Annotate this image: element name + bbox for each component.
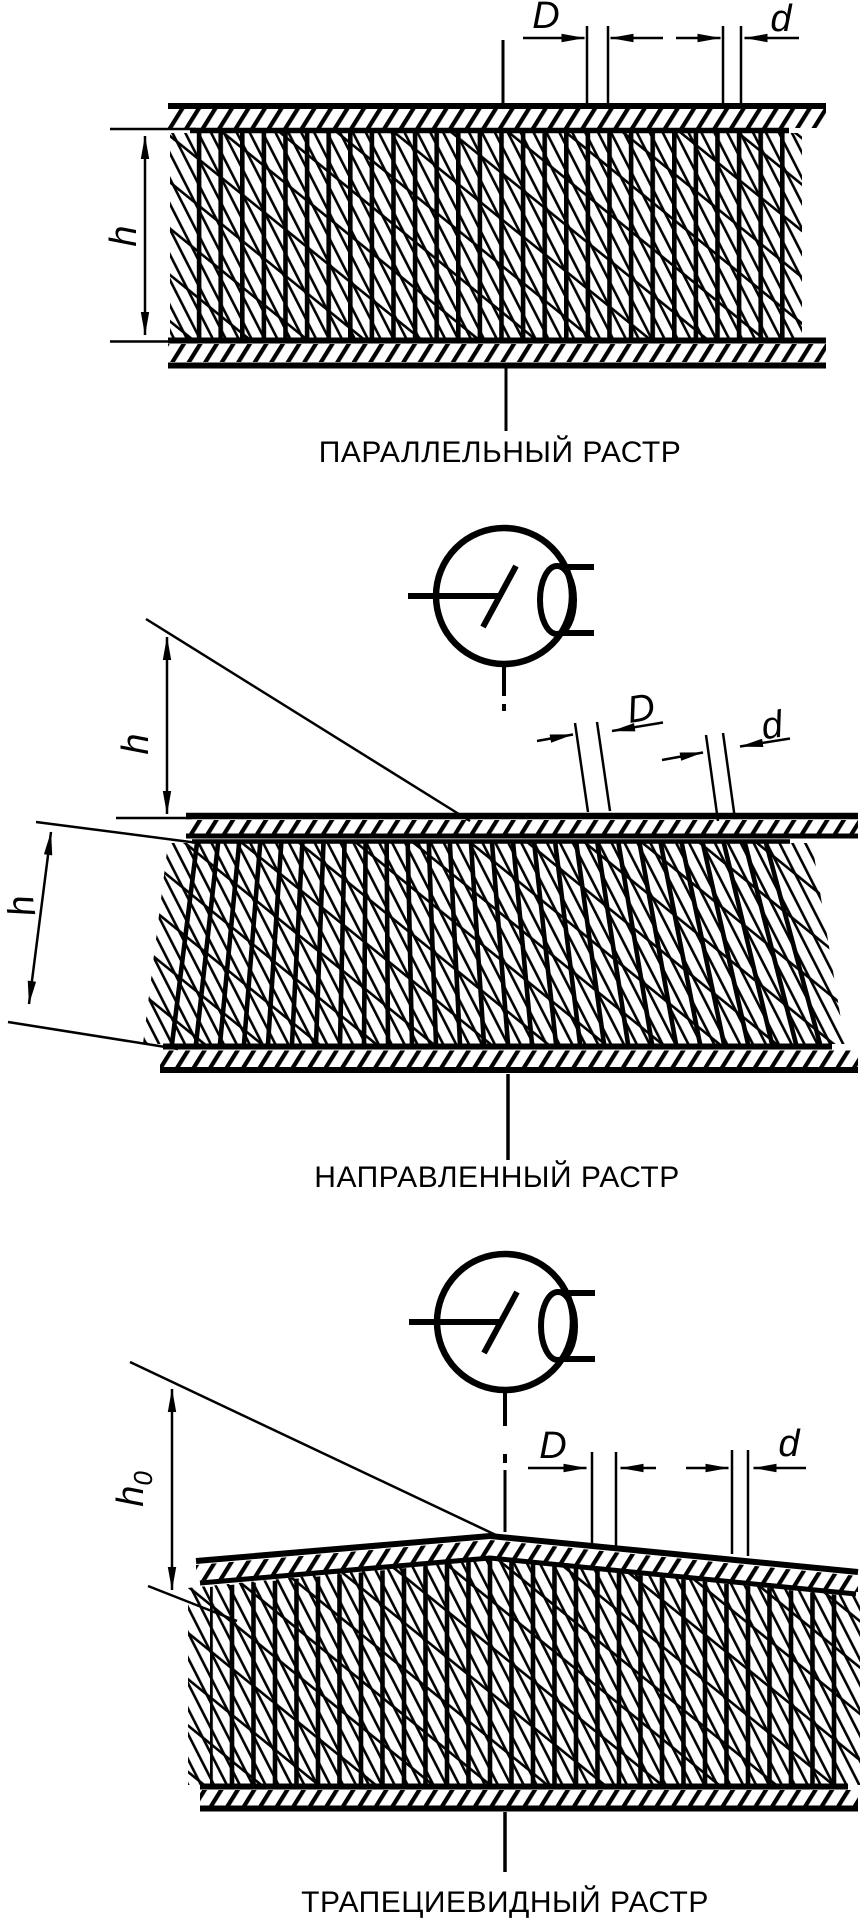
dim-label-d-parallel: d [770, 0, 792, 40]
plate-hatch [200, 1790, 858, 1806]
xray-tube-icon [409, 1250, 595, 1394]
dimension-line [536, 733, 574, 743]
dimension-line [739, 737, 791, 748]
extension-line [704, 734, 720, 822]
plate-hatch [168, 344, 826, 362]
parallel-raster-figure [110, 26, 826, 431]
raster-channels [195, 133, 786, 339]
xray-tube-icon [408, 524, 594, 668]
caption-parallel: ПАРАЛЛЕЛЬНЫЙ РАСТР [318, 436, 682, 469]
dim-label-d-trapezoid: d [778, 1423, 800, 1465]
directed-raster-figure [7, 524, 858, 1160]
ray-line [129, 1360, 499, 1538]
dimension-line [661, 751, 704, 762]
dim-label-h0-trapezoid: h0 [110, 1471, 158, 1507]
dim-label-D-directed: D [624, 686, 658, 732]
trapezoid-raster-figure [129, 1250, 860, 1872]
dim-label-D-trapezoid: D [539, 1425, 567, 1467]
ray-line [145, 617, 471, 823]
dim-label-h-focal-directed: h [115, 733, 157, 755]
raster-channels [210, 1560, 848, 1785]
plate-hatch [196, 1540, 858, 1592]
raster-channels [169, 842, 823, 1045]
extension-line [7, 1020, 179, 1051]
plate-hatch [186, 820, 858, 834]
plate-hatch [160, 1050, 858, 1067]
extension-line [721, 732, 737, 820]
dim-label-D-parallel: D [532, 0, 560, 37]
dim-label-h-parallel: h [103, 225, 145, 247]
dimension-line [611, 721, 664, 733]
extension-line [35, 820, 199, 845]
extension-line [595, 721, 612, 812]
caption-trapezoid: ТРАПЕЦИЕВИДНЫЙ РАСТР [301, 1886, 709, 1919]
plate-hatch [168, 109, 826, 128]
extension-line [573, 722, 590, 813]
h-dimension-arrow [27, 831, 53, 1005]
caption-directed: НАПРАВЛЕННЫЙ РАСТР [314, 1161, 680, 1194]
